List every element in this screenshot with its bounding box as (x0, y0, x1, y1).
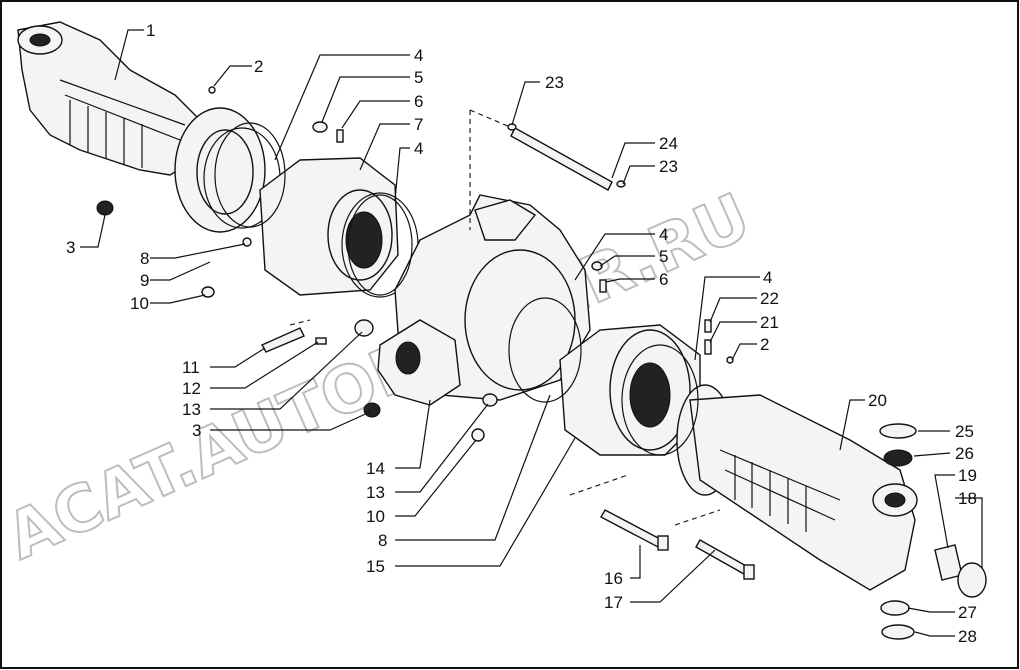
callout-label: 1 (146, 21, 155, 40)
callout-label: 21 (760, 313, 779, 332)
callout-label: 18 (958, 489, 977, 508)
callout-label: 6 (414, 92, 423, 111)
o-ring (347, 194, 413, 296)
callout-label: 4 (659, 225, 668, 244)
callout-label: 25 (955, 422, 974, 441)
callout-label: 3 (192, 421, 201, 440)
callout-label: 8 (378, 531, 387, 550)
callout-label: 2 (760, 335, 769, 354)
fasteners (96, 86, 734, 442)
bolts (600, 509, 755, 580)
callout-label: 4 (414, 139, 423, 158)
callout-label: 8 (140, 249, 149, 268)
callout-label: 14 (366, 459, 385, 478)
callout-label: 4 (763, 268, 772, 287)
right-differential-housing (559, 324, 701, 456)
callout-label: 26 (955, 444, 974, 463)
assembly-line (289, 319, 311, 326)
callout-label: 12 (182, 379, 201, 398)
left-differential-housing (259, 157, 419, 298)
shaft-pin (507, 123, 626, 191)
callout-label: 2 (254, 57, 263, 76)
callout-label: 24 (659, 134, 678, 153)
o-ring (214, 122, 286, 228)
callout-label: 19 (958, 466, 977, 485)
callout-label: 23 (545, 73, 564, 92)
callout-label: 13 (182, 400, 201, 419)
callout-label: 22 (760, 289, 779, 308)
callout-label: 17 (604, 593, 623, 612)
callout-label: 20 (868, 391, 887, 410)
callout-label: 6 (659, 270, 668, 289)
assembly-line (674, 509, 721, 526)
callout-label: 23 (659, 157, 678, 176)
callout-label: 3 (66, 238, 75, 257)
right-side-parts (879, 423, 987, 640)
o-ring (621, 344, 699, 456)
left-axle-housing (17, 21, 201, 176)
callout-labels: 1 2 3 4 5 6 7 4 8 9 10 23 24 23 4 5 6 4 … (66, 21, 977, 646)
callout-label: 10 (130, 294, 149, 313)
callout-label: 28 (958, 627, 977, 646)
leader-lines (80, 29, 983, 637)
callout-label: 5 (414, 68, 423, 87)
callout-label: 27 (958, 603, 977, 622)
callout-label: 11 (182, 358, 200, 377)
central-carrier-housing (377, 194, 591, 406)
callout-label: 13 (366, 483, 385, 502)
callout-label: 5 (659, 247, 668, 266)
callout-label: 15 (366, 557, 385, 576)
callout-label: 16 (604, 569, 623, 588)
callout-label: 9 (140, 271, 149, 290)
callout-label: 10 (366, 507, 385, 526)
o-ring (508, 297, 582, 403)
callout-label: 7 (414, 115, 423, 134)
assembly-line (469, 109, 511, 128)
right-axle-housing (676, 384, 918, 591)
callout-label: 4 (414, 46, 423, 65)
assembly-line (569, 474, 629, 496)
